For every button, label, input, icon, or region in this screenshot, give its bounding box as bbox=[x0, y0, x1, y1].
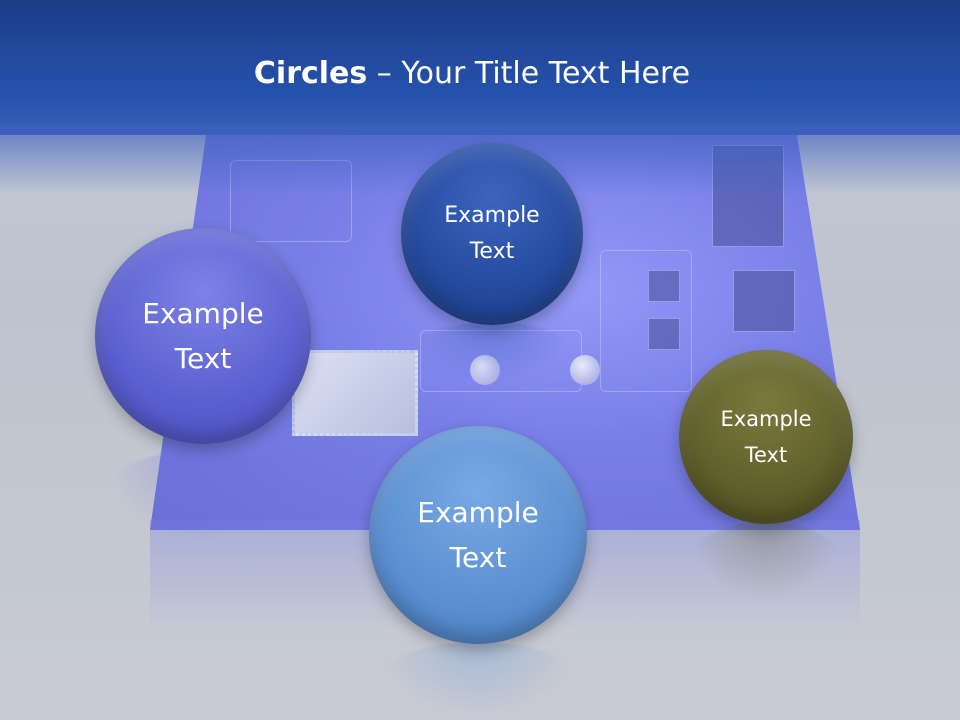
circle-olive[interactable]: Example Text bbox=[679, 350, 853, 524]
connector-port bbox=[733, 270, 795, 332]
circle-reflection bbox=[105, 450, 301, 540]
title-bold: Circles bbox=[253, 56, 368, 91]
circle-dark-blue[interactable]: Example Text bbox=[401, 143, 583, 325]
circle-reflection bbox=[379, 642, 577, 720]
connector-port bbox=[648, 318, 680, 350]
circle-label: Example Text bbox=[142, 297, 264, 375]
capacitor bbox=[570, 355, 600, 385]
circle-label: Example Text bbox=[417, 496, 539, 574]
page-title[interactable]: Circles – Your Title Text Here bbox=[0, 52, 944, 96]
circuit-trace bbox=[600, 250, 692, 392]
capacitor bbox=[470, 355, 500, 385]
circle-reflection bbox=[689, 522, 843, 602]
circle-purple[interactable]: Example Text bbox=[95, 228, 311, 444]
circle-light-blue[interactable]: Example Text bbox=[369, 426, 587, 644]
circle-reflection bbox=[411, 322, 573, 382]
title-rest: – Your Title Text Here bbox=[367, 56, 691, 91]
microchip bbox=[292, 350, 418, 436]
circle-label: Example Text bbox=[444, 203, 540, 264]
title-band bbox=[0, 0, 960, 135]
circle-label: Example Text bbox=[720, 407, 812, 467]
connector-port bbox=[648, 270, 680, 302]
